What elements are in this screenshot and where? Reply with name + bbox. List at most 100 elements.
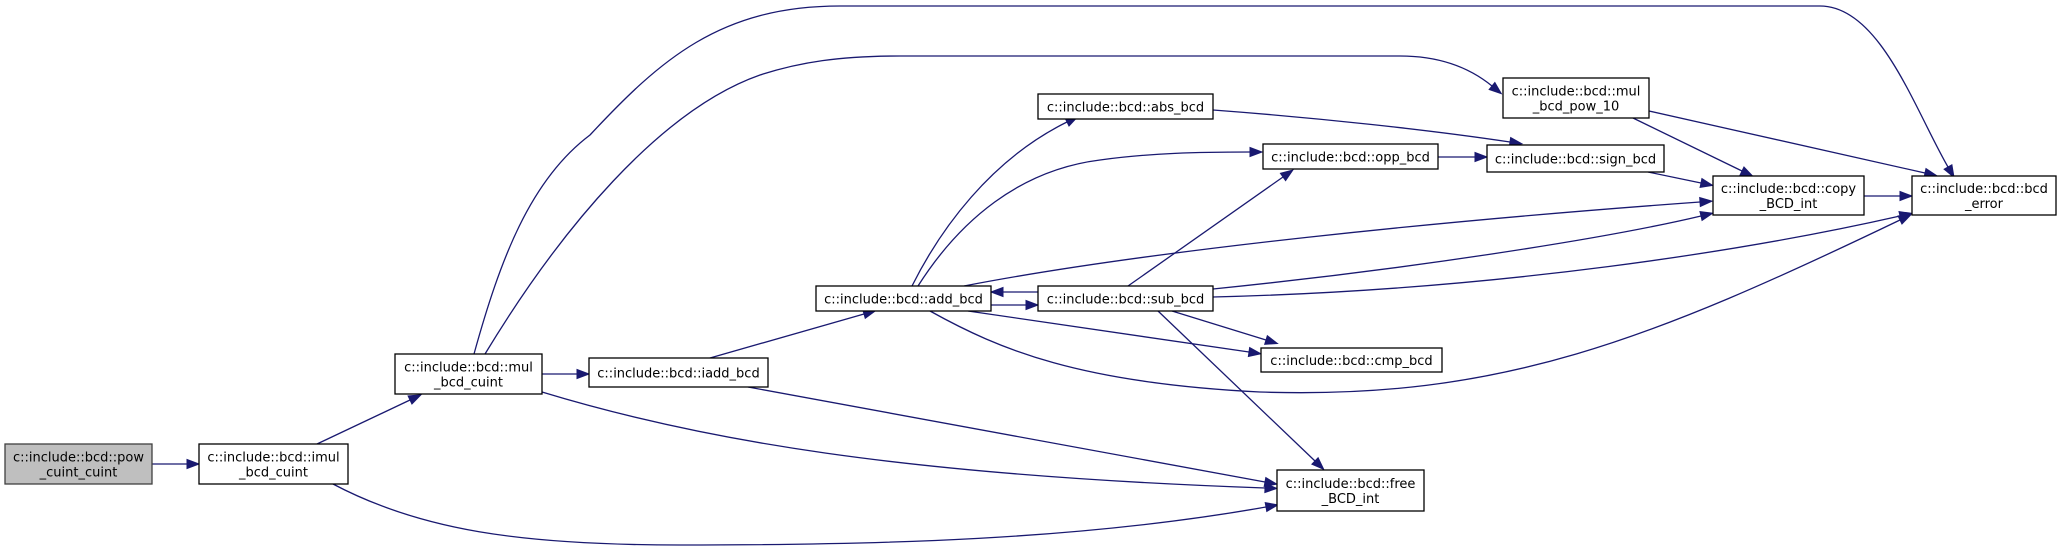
- node-label: c::include::bcd::abs_bcd: [1047, 101, 1204, 116]
- edge-line: [541, 391, 1266, 489]
- arrowhead-icon: [1474, 151, 1489, 163]
- arrowhead-icon: [1739, 166, 1755, 177]
- arrowhead-icon: [407, 394, 423, 405]
- edge-line: [316, 399, 411, 445]
- node-box[interactable]: [588, 357, 769, 388]
- edge-sub_bcd-to-cmp_bcd: [1171, 310, 1279, 345]
- node-box[interactable]: [1260, 347, 1443, 373]
- node-label: c::include::bcd::bcd: [1920, 182, 2048, 197]
- arrowhead-icon: [1488, 81, 1503, 95]
- edge-line: [473, 5, 1949, 355]
- edge-pow_cuint_cuint-to-imul_bcd_cuint: [152, 458, 201, 470]
- node-add_bcd[interactable]: c::include::bcd::add_bcd: [815, 285, 992, 312]
- node-pow_cuint_cuint[interactable]: c::include::bcd::pow_cuint_cuint: [4, 443, 153, 485]
- node-label: _error: [1964, 197, 2004, 212]
- edge-sign_bcd-to-copy_BCD_int: [1647, 171, 1715, 189]
- node-box[interactable]: [1262, 143, 1439, 170]
- node-label: c::include::bcd::add_bcd: [824, 293, 983, 308]
- arrowhead-icon: [1025, 299, 1040, 311]
- node-label: _cuint_cuint: [39, 466, 118, 481]
- node-label: c::include::bcd::sub_bcd: [1047, 293, 1205, 308]
- edge-line: [1632, 117, 1743, 172]
- node-iadd_bcd[interactable]: c::include::bcd::iadd_bcd: [588, 357, 769, 388]
- edge-sub_bcd-to-free_BCD_int: [1157, 310, 1325, 471]
- edge-line: [1212, 215, 1702, 290]
- node-cmp_bcd[interactable]: c::include::bcd::cmp_bcd: [1260, 347, 1443, 373]
- arrowhead-icon: [1943, 163, 1955, 179]
- arrowhead-icon: [1247, 346, 1263, 358]
- edge-imul_bcd_cuint-to-free_BCD_int: [332, 483, 1280, 546]
- edge-add_bcd-to-sub_bcd: [991, 299, 1040, 311]
- node-box[interactable]: [1712, 175, 1865, 216]
- nodes-layer: c::include::bcd::pow_cuint_cuintc::inclu…: [4, 77, 2057, 512]
- node-imul_bcd_cuint[interactable]: c::include::bcd::imul_bcd_cuint: [198, 443, 349, 485]
- arrowhead-icon: [1699, 196, 1714, 208]
- node-box[interactable]: [1502, 77, 1650, 119]
- arrowhead-icon: [989, 286, 1004, 298]
- edge-line: [1212, 109, 1511, 143]
- edge-sub_bcd-to-bcd_error: [1212, 211, 1914, 298]
- edge-line: [917, 151, 1251, 287]
- node-label: c::include::bcd::imul: [207, 451, 339, 466]
- edge-copy_BCD_int-to-bcd_error: [1864, 190, 1914, 202]
- node-label: c::include::bcd::free: [1286, 477, 1416, 492]
- edge-line: [747, 386, 1266, 483]
- edge-mul_bcd_pow_10-to-bcd_error: [1648, 110, 1939, 178]
- node-box[interactable]: [198, 443, 349, 485]
- edge-line: [1171, 310, 1267, 341]
- node-label: c::include::bcd::mul: [1512, 85, 1641, 100]
- node-label: c::include::bcd::cmp_bcd: [1270, 354, 1432, 369]
- node-label: c::include::bcd::pow: [13, 451, 144, 466]
- arrowhead-icon: [1263, 334, 1279, 345]
- edge-line: [963, 201, 1701, 287]
- edge-line: [1648, 110, 1926, 174]
- edge-line: [967, 310, 1250, 353]
- edge-line: [911, 121, 1068, 287]
- node-box[interactable]: [1037, 285, 1214, 312]
- node-label: _bcd_cuint: [433, 376, 503, 391]
- node-sub_bcd[interactable]: c::include::bcd::sub_bcd: [1037, 285, 1214, 312]
- node-box[interactable]: [4, 443, 153, 485]
- node-box[interactable]: [1911, 175, 2057, 216]
- node-free_BCD_int[interactable]: c::include::bcd::free_BCD_int: [1276, 469, 1425, 512]
- node-box[interactable]: [394, 353, 543, 395]
- node-bcd_error[interactable]: c::include::bcd::bcd_error: [1911, 175, 2057, 216]
- node-opp_bcd[interactable]: c::include::bcd::opp_bcd: [1262, 143, 1439, 170]
- node-box[interactable]: [1276, 469, 1425, 512]
- arrowhead-icon: [1699, 177, 1715, 189]
- edge-iadd_bcd-to-free_BCD_int: [747, 386, 1279, 488]
- edge-imul_bcd_cuint-to-mul_bcd_cuint: [316, 394, 423, 445]
- edge-line: [1212, 215, 1901, 298]
- node-box[interactable]: [815, 285, 992, 312]
- edge-line: [484, 55, 1493, 355]
- edge-line: [1157, 310, 1316, 462]
- arrowhead-icon: [1279, 169, 1294, 182]
- edge-add_bcd-to-opp_bcd: [917, 146, 1264, 287]
- node-box[interactable]: [1486, 144, 1665, 173]
- arrowhead-icon: [576, 368, 591, 380]
- arrowhead-icon: [186, 458, 201, 470]
- node-label: _BCD_int: [1321, 492, 1380, 507]
- node-label: c::include::bcd::copy: [1721, 182, 1857, 197]
- edge-line: [709, 313, 865, 359]
- arrowhead-icon: [1263, 476, 1279, 488]
- node-abs_bcd[interactable]: c::include::bcd::abs_bcd: [1037, 93, 1214, 120]
- node-box[interactable]: [1037, 93, 1214, 120]
- node-mul_bcd_cuint[interactable]: c::include::bcd::mul_bcd_cuint: [394, 353, 543, 395]
- node-sign_bcd[interactable]: c::include::bcd::sign_bcd: [1486, 144, 1665, 173]
- node-label: _bcd_cuint: [238, 466, 308, 481]
- edge-add_bcd-to-copy_BCD_int: [963, 196, 1714, 287]
- edge-opp_bcd-to-sign_bcd: [1438, 151, 1489, 163]
- node-label: c::include::bcd::mul: [404, 361, 533, 376]
- arrowhead-icon: [1264, 501, 1280, 513]
- node-copy_BCD_int[interactable]: c::include::bcd::copy_BCD_int: [1712, 175, 1865, 216]
- node-label: c::include::bcd::iadd_bcd: [597, 367, 759, 382]
- edges-layer: [152, 5, 1955, 546]
- node-mul_bcd_pow_10[interactable]: c::include::bcd::mul_bcd_pow_10: [1502, 77, 1650, 119]
- edge-line: [929, 219, 1901, 394]
- edge-line: [1127, 176, 1284, 287]
- arrowhead-icon: [1899, 190, 1914, 202]
- edge-mul_bcd_cuint-to-free_BCD_int: [541, 391, 1279, 494]
- node-label: _bcd_pow_10: [1532, 100, 1620, 115]
